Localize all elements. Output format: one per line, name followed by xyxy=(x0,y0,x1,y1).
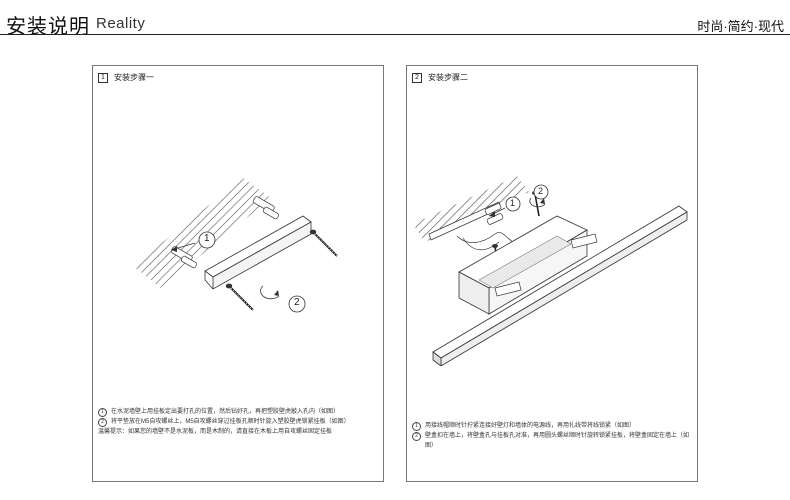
note-number-icon: 1 xyxy=(98,408,107,417)
tip-text: 温馨提示：如果您的墙壁不是水泥板，而是木制的，请直接在木板上用自攻螺丝固定挂板 xyxy=(98,429,333,435)
step-heading: 1 安装步骤一 xyxy=(98,72,154,83)
note-item: 1 用接线帽顺时针拧紧连接好壁灯和墙体的电源线，再用扎线带将线锁紧（如图） xyxy=(412,421,692,431)
install-step-one-panel: 1 安装步骤一 xyxy=(92,65,384,482)
wall-box xyxy=(458,215,588,315)
callout-two xyxy=(533,184,549,200)
step-one-notes: 1 在水泥墙壁上用挂板定出要打孔的位置，然后钻好孔，再把塑胶壁虎敲入孔内（如图）… xyxy=(98,407,378,437)
note-item: 2 将平垫放在M5自攻螺丝上，M5自攻螺丝穿过挂板孔顺时针旋入塑胶壁虎锁紧挂板（… xyxy=(98,417,378,427)
note-text: 壁盒扣在墙上，将壁盒孔与挂板孔对准，再用圆头螺丝顺时针旋转锁紧挂板，将壁盒固定在… xyxy=(425,433,690,449)
lamp-bar xyxy=(432,205,688,366)
tip-note: 温馨提示：如果您的墙壁不是水泥板，而是木制的，请直接在木板上用自攻螺丝固定挂板 xyxy=(98,427,378,437)
note-number-icon: 2 xyxy=(98,418,107,427)
step-title: 安装步骤一 xyxy=(114,73,154,82)
step-one-diagram xyxy=(133,178,338,313)
page-header: 安装说明 Reality 时尚·简约·现代 xyxy=(0,0,790,38)
concrete-wall-hatch xyxy=(413,176,529,242)
rotate-arrow-icon xyxy=(529,197,546,208)
step-title: 安装步骤二 xyxy=(428,73,468,82)
header-rule xyxy=(0,34,790,35)
callout-two-label: 2 xyxy=(538,186,544,196)
page-title: 安装说明 xyxy=(6,16,90,38)
note-item: 2 壁盒扣在墙上，将壁盒孔与挂板孔对准，再用圆头螺丝顺时针旋转锁紧挂板，将壁盒固… xyxy=(412,431,692,451)
install-step-two-panel: 2 安装步骤二 xyxy=(406,65,698,482)
step-number-box: 2 xyxy=(412,72,422,83)
concrete-wall-hatch xyxy=(133,178,271,288)
callout-one xyxy=(505,196,521,212)
note-number-icon: 2 xyxy=(412,432,421,441)
note-text: 用接线帽顺时针拧紧连接好壁灯和墙体的电源线，再用扎线带将线锁紧（如图） xyxy=(425,423,636,429)
lamp-arm xyxy=(494,233,598,297)
note-text: 在水泥墙壁上用挂板定出要打孔的位置，然后钻好孔，再把塑胶壁虎敲入孔内（如图） xyxy=(111,409,340,415)
callout-two-label: 2 xyxy=(294,297,300,308)
screw-icon xyxy=(225,229,338,311)
power-wire xyxy=(456,232,518,245)
callout-one xyxy=(198,231,216,249)
rotate-arrow-icon xyxy=(260,285,280,300)
callout-one-label: 1 xyxy=(204,233,210,244)
note-text: 将平垫放在M5自攻螺丝上，M5自攻螺丝穿过挂板孔顺时针旋入塑胶壁虎锁紧挂板（如图… xyxy=(111,419,350,425)
callout-one-label: 1 xyxy=(510,198,516,208)
mounting-plate xyxy=(204,215,312,290)
note-number-icon: 1 xyxy=(412,422,421,431)
tagline: 时尚·简约·现代 xyxy=(697,19,784,34)
callout-two xyxy=(288,295,306,313)
step-two-diagram xyxy=(413,176,688,366)
step-heading: 2 安装步骤二 xyxy=(412,72,468,83)
step-number-box: 1 xyxy=(98,72,108,83)
step-two-notes: 1 用接线帽顺时针拧紧连接好壁灯和墙体的电源线，再用扎线带将线锁紧（如图） 2 … xyxy=(412,421,692,451)
brand-name: Reality xyxy=(96,15,146,32)
note-item: 1 在水泥墙壁上用挂板定出要打孔的位置，然后钻好孔，再把塑胶壁虎敲入孔内（如图） xyxy=(98,407,378,417)
